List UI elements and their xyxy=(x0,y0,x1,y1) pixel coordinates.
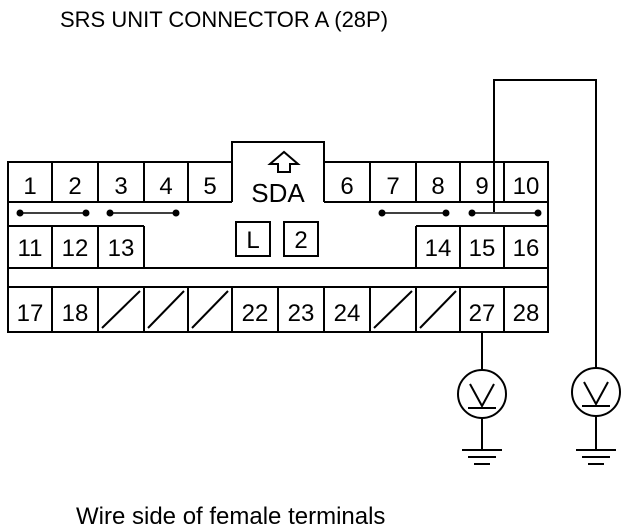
pin-label: 10 xyxy=(513,173,540,200)
pin-label: 3 xyxy=(114,173,127,200)
row3-dividers xyxy=(51,287,505,332)
pin-label: 7 xyxy=(386,173,399,200)
pin-label: 9 xyxy=(475,173,488,200)
pin-label: 13 xyxy=(108,235,135,262)
pin-label: 4 xyxy=(159,173,172,200)
pin-label: 22 xyxy=(242,300,269,327)
row2-dividers xyxy=(51,226,505,268)
label-box-2 xyxy=(283,221,319,257)
key-label: SDA xyxy=(251,178,305,208)
pin-label: 16 xyxy=(513,235,540,262)
pin-label: 11 xyxy=(18,235,43,262)
diagram-caption: Wire side of female terminals xyxy=(76,503,385,530)
pin-label: 12 xyxy=(62,235,89,262)
pin-label: 14 xyxy=(425,235,452,262)
unused-cavity-slashes xyxy=(101,290,457,329)
pin-label: 15 xyxy=(469,235,496,262)
shorting-bars xyxy=(16,209,542,217)
lock-arrow-icon xyxy=(267,150,301,173)
pin-label: 5 xyxy=(203,173,216,200)
diagram-title: SRS UNIT CONNECTOR A (28P) xyxy=(60,7,388,32)
pin-label: 18 xyxy=(62,300,89,327)
pin-label: 17 xyxy=(17,300,44,327)
label-box-l xyxy=(235,221,271,257)
ground-icon xyxy=(576,416,616,465)
pin-label: 6 xyxy=(340,173,353,200)
row1-dividers xyxy=(51,162,505,202)
pin-label: 28 xyxy=(513,300,540,327)
pin-label: 23 xyxy=(288,300,315,327)
ground-icon xyxy=(462,418,502,465)
label-box-l-text: L xyxy=(246,227,259,254)
pin-label: 8 xyxy=(431,173,444,200)
probe-wire-terminal-15 xyxy=(493,79,597,368)
row2-pin-labels: 11 12 13 14 15 16 xyxy=(18,235,540,262)
voltmeter-icon xyxy=(571,367,621,417)
pin-label: 2 xyxy=(68,173,81,200)
pin-label: 1 xyxy=(23,173,36,200)
voltmeter-icon xyxy=(457,369,507,419)
row3-pin-labels: 17 18 22 23 24 27 28 xyxy=(17,300,540,327)
label-box-2-text: 2 xyxy=(294,227,307,254)
pin-label: 27 xyxy=(469,300,496,327)
row1-pin-labels: 1 2 3 4 5 6 7 8 9 10 xyxy=(23,173,539,200)
pin-label: 24 xyxy=(334,300,361,327)
